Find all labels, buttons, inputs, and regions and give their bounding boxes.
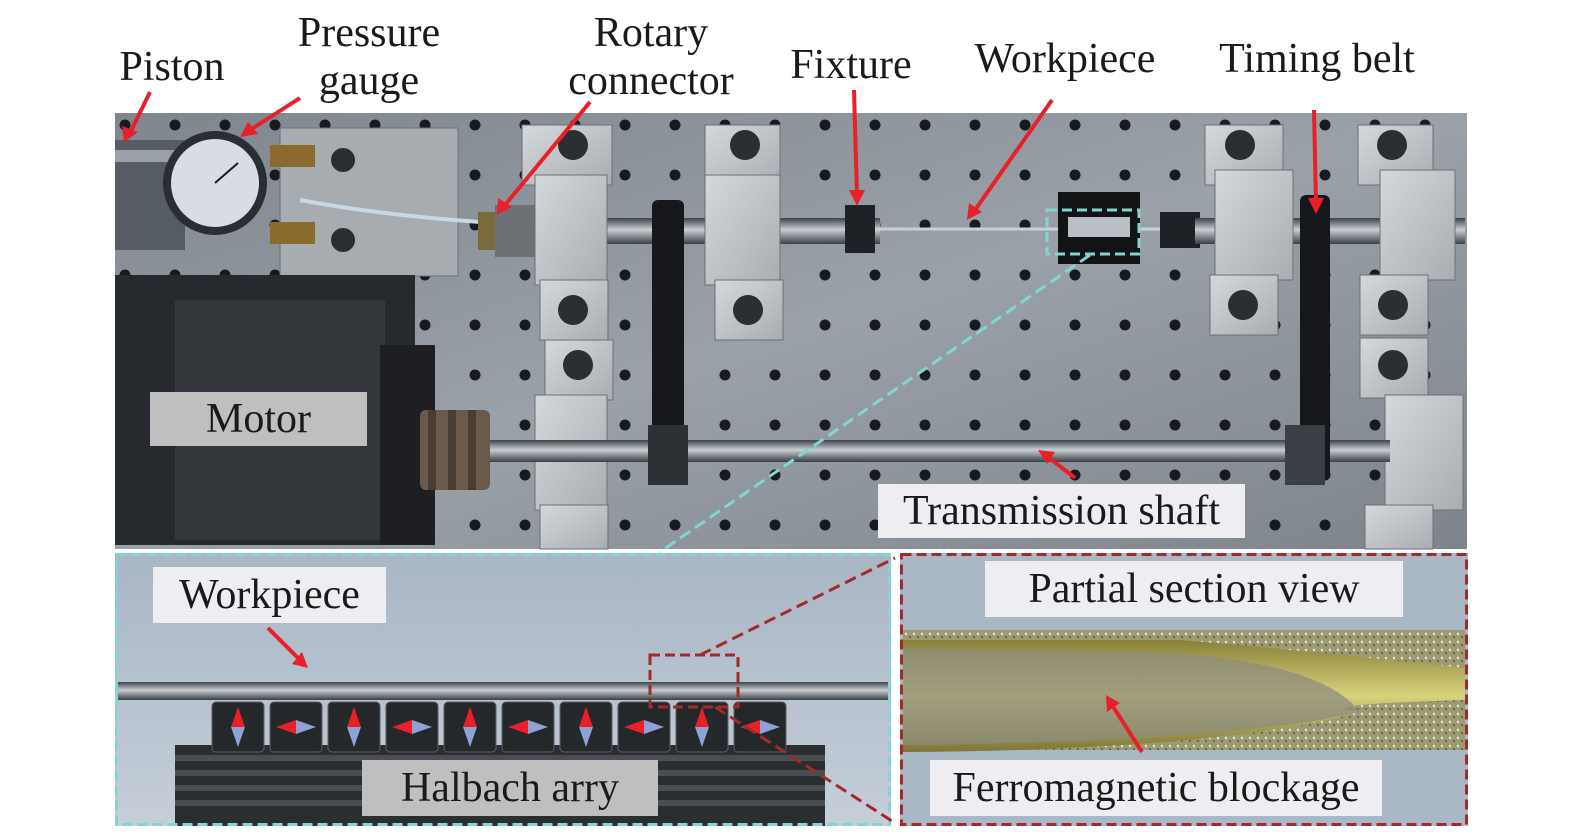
label-halbach-array: Halbach arry <box>362 760 658 816</box>
magnet-pole-arrow <box>231 727 245 747</box>
magnet-pole-arrow <box>740 720 760 734</box>
magnet-pole-arrow <box>528 720 548 734</box>
magnet-pole-arrow <box>392 720 412 734</box>
zoom-leader-line <box>659 253 1091 554</box>
magnet-pole-arrow <box>508 720 528 734</box>
label-motor: Motor <box>150 392 367 446</box>
transmission-shaft <box>490 440 1390 462</box>
timing-belt-left <box>652 200 684 480</box>
magnet-pole-arrow <box>463 707 477 727</box>
label-arrows <box>122 89 1324 480</box>
magnet-pole-arrow <box>412 720 432 734</box>
label-pressure-gauge-line2: gauge <box>318 58 420 104</box>
label-transmission-shaft: Transmission shaft <box>878 484 1245 538</box>
magnet-pole-arrow <box>624 720 644 734</box>
fixture-chuck <box>845 205 875 253</box>
magnet-pole-arrow <box>644 720 664 734</box>
label-rotary-line1: Rotary <box>593 10 709 56</box>
inset-border <box>115 553 891 826</box>
magnet-pole-arrow <box>347 707 361 727</box>
label-workpiece-inset: Workpiece <box>153 567 386 623</box>
label-ferromagnetic-blockage: Ferromagnetic blockage <box>930 760 1382 816</box>
label-timing-belt: Timing belt <box>1219 36 1415 82</box>
magnet-pole-arrow <box>579 707 593 727</box>
ferromagnetic-fill <box>903 648 1360 745</box>
label-fixture: Fixture <box>790 42 912 88</box>
halbach-magnets <box>211 701 787 753</box>
label-pressure-gauge-line1: Pressure <box>297 10 441 56</box>
label-piston: Piston <box>119 44 225 90</box>
section-zoom-box <box>648 653 740 709</box>
zoom-region-box <box>1045 208 1141 256</box>
magnet-pole-arrow <box>695 707 709 727</box>
magnet-pole-arrow <box>276 720 296 734</box>
magnet-pole-arrow <box>760 720 780 734</box>
inset-workpiece-tube <box>118 682 888 700</box>
section-border <box>900 553 1468 826</box>
magnet-pole-arrow <box>579 727 593 747</box>
label-rotary-line2: connector <box>568 58 734 104</box>
magnet-pole-arrow <box>347 727 361 747</box>
label-workpiece-top: Workpiece <box>974 36 1156 82</box>
label-partial-section-view: Partial section view <box>985 561 1403 617</box>
magnet-pole-arrow <box>231 707 245 727</box>
blockage-arrow <box>1110 703 1144 754</box>
magnet-pole-arrow <box>695 727 709 747</box>
timing-belt-right <box>1300 195 1330 480</box>
magnet-pole-arrow <box>296 720 316 734</box>
magnet-pole-arrow <box>463 727 477 747</box>
workpiece-arrow <box>266 626 302 662</box>
